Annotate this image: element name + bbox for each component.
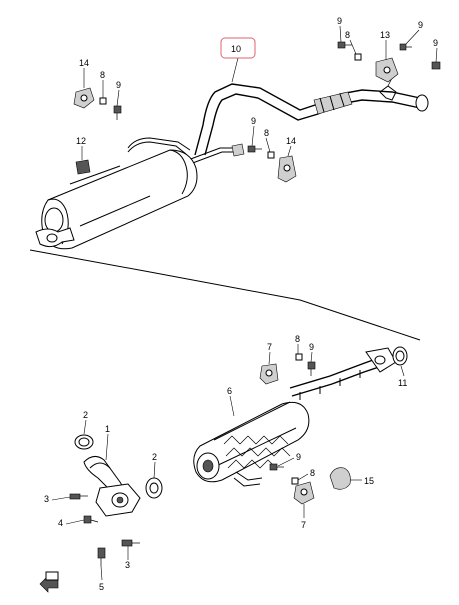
muffler-mount-12[interactable] bbox=[75, 159, 91, 175]
callout-2[interactable]: 2 bbox=[83, 410, 88, 420]
bolt-4[interactable] bbox=[83, 515, 99, 524]
bolt-9g[interactable] bbox=[269, 463, 284, 471]
callout-7[interactable]: 7 bbox=[301, 520, 306, 530]
callout-4[interactable]: 4 bbox=[58, 518, 63, 528]
callout-9[interactable]: 9 bbox=[296, 452, 301, 462]
muffler[interactable] bbox=[35, 149, 198, 250]
nut-8d[interactable] bbox=[295, 353, 303, 361]
callout-9[interactable]: 9 bbox=[116, 80, 121, 90]
gasket-11[interactable] bbox=[392, 346, 408, 366]
hanger-rubber-13[interactable] bbox=[375, 57, 399, 83]
exhaust-pipe-1[interactable] bbox=[83, 456, 141, 517]
muffler-hanger-rubber-14a[interactable] bbox=[73, 87, 95, 109]
callout-11[interactable]: 11 bbox=[398, 378, 407, 388]
callout-1[interactable]: 1 bbox=[105, 424, 110, 434]
section-divider-line bbox=[29, 249, 421, 341]
callout-10[interactable]: 10 bbox=[231, 44, 241, 54]
callout-9[interactable]: 9 bbox=[309, 342, 314, 352]
bolt-9b[interactable] bbox=[399, 43, 412, 51]
callout-3[interactable]: 3 bbox=[44, 494, 49, 504]
callout-9[interactable]: 9 bbox=[337, 16, 342, 26]
callout-5[interactable]: 5 bbox=[99, 582, 104, 592]
hanger-rubber-14b[interactable] bbox=[277, 155, 297, 183]
callout-9[interactable]: 9 bbox=[251, 116, 256, 126]
bolt-5[interactable] bbox=[97, 547, 106, 566]
callout-8[interactable]: 8 bbox=[345, 30, 350, 40]
callout-13[interactable]: 13 bbox=[380, 30, 390, 40]
gasket-2a[interactable] bbox=[74, 434, 94, 450]
nut-8b[interactable] bbox=[99, 97, 107, 105]
rubber-mount-15[interactable] bbox=[329, 467, 351, 490]
nut-8e[interactable] bbox=[291, 477, 299, 485]
callout-15[interactable]: 15 bbox=[364, 476, 374, 486]
highlight-box-part-10 bbox=[220, 37, 256, 59]
nut-8c[interactable] bbox=[267, 151, 275, 159]
callout-6[interactable]: 6 bbox=[227, 386, 232, 396]
stud-bolt-3b[interactable] bbox=[121, 539, 140, 547]
tail-pipe[interactable] bbox=[194, 77, 429, 156]
callout-9[interactable]: 9 bbox=[433, 38, 438, 48]
callout-8[interactable]: 8 bbox=[310, 468, 315, 478]
callout-14[interactable]: 14 bbox=[79, 58, 89, 68]
nut-9c[interactable] bbox=[431, 61, 441, 70]
leader-lines bbox=[51, 25, 438, 581]
callout-14[interactable]: 14 bbox=[286, 136, 296, 146]
catalytic-converter[interactable] bbox=[193, 347, 397, 487]
callout-12[interactable]: 12 bbox=[76, 136, 86, 146]
front-direction-arrow-icon bbox=[39, 571, 59, 593]
callout-8[interactable]: 8 bbox=[295, 334, 300, 344]
callout-2[interactable]: 2 bbox=[152, 452, 157, 462]
callout-8[interactable]: 8 bbox=[264, 128, 269, 138]
bolt-9f[interactable] bbox=[307, 361, 316, 376]
stud-bolt-3a[interactable] bbox=[69, 493, 88, 500]
nut-8a[interactable] bbox=[354, 53, 362, 61]
callout-8[interactable]: 8 bbox=[100, 70, 105, 80]
hanger-bracket-7a[interactable] bbox=[259, 363, 279, 385]
callout-3[interactable]: 3 bbox=[125, 560, 130, 570]
gasket-2b[interactable] bbox=[145, 477, 163, 499]
callout-9[interactable]: 9 bbox=[418, 20, 423, 30]
bolt-9a[interactable] bbox=[337, 41, 352, 49]
bolt-9d[interactable] bbox=[113, 105, 122, 120]
center-pipe[interactable] bbox=[127, 137, 245, 165]
callout-7[interactable]: 7 bbox=[267, 342, 272, 352]
hanger-bracket-7b[interactable] bbox=[293, 481, 315, 505]
bolt-9e[interactable] bbox=[247, 145, 262, 153]
